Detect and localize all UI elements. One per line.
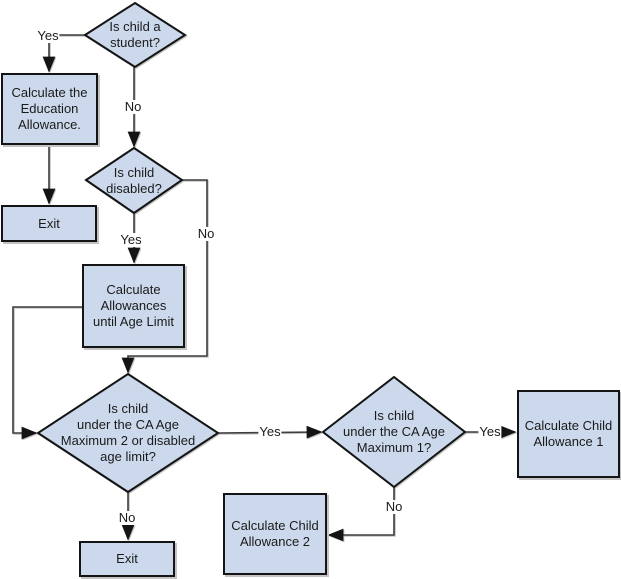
- node-exit-bottom: Exit: [79, 541, 175, 577]
- node-calculate-allowances-until-age-limit: Calculate Allowances until Age Limit: [82, 264, 185, 348]
- node-exit-top: Exit: [1, 205, 97, 242]
- edge-label-disabled-yes: Yes: [119, 232, 143, 247]
- node-calculate-child-allowance-1: Calculate Child Allowance 1: [517, 390, 620, 478]
- edge-label-student-no: No: [123, 99, 143, 114]
- decision-is-child-student: [83, 1, 187, 69]
- edge-label-student-yes: Yes: [36, 28, 60, 43]
- node-label: Calculate Allowances until Age Limit: [93, 282, 174, 329]
- edge-label-ca1-no: No: [384, 499, 404, 514]
- node-label: Exit: [38, 215, 60, 231]
- edge-label-ca2-yes: Yes: [258, 424, 282, 439]
- node-calculate-child-allowance-2: Calculate Child Allowance 2: [223, 493, 327, 575]
- decision-under-ca-age-maximum-2: [36, 372, 220, 494]
- node-label: Calculate the Education Allowance.: [11, 85, 88, 132]
- decision-under-ca-age-maximum-1: [321, 375, 467, 489]
- edge-label-ca1-yes: Yes: [478, 424, 502, 439]
- edge-label-disabled-no: No: [196, 226, 216, 241]
- decision-is-child-disabled: [84, 146, 184, 215]
- node-label: Calculate Child Allowance 2: [231, 518, 319, 549]
- edge-allowances-to-ca2: [12, 306, 82, 440]
- node-calculate-education-allowance: Calculate the Education Allowance.: [1, 73, 98, 145]
- node-label: Exit: [116, 551, 138, 566]
- node-label: Calculate Child Allowance 1: [524, 418, 613, 449]
- edge-label-ca2-no: No: [117, 510, 137, 525]
- edge-disabled-no: [121, 179, 208, 374]
